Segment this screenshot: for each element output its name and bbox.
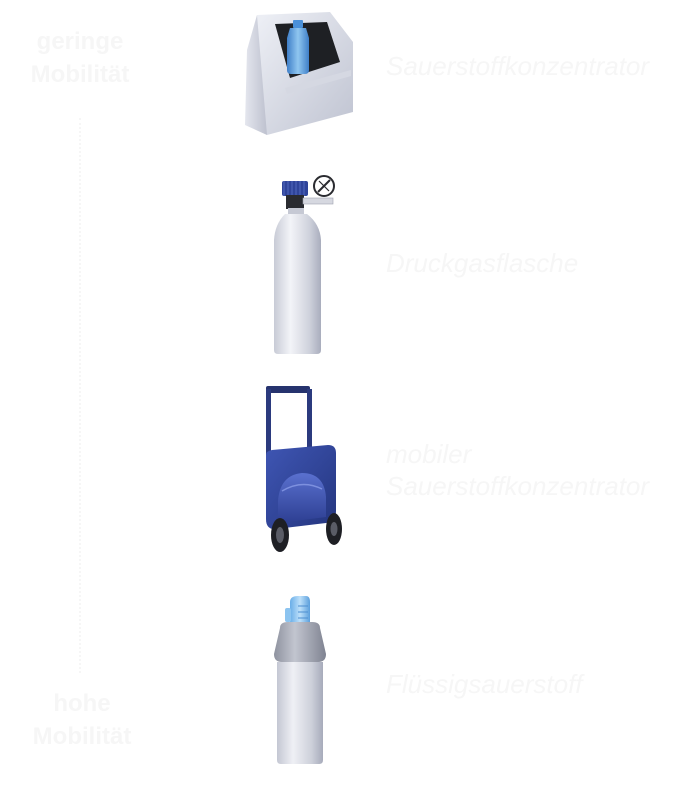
device-label-concentrator: Sauerstoffkonzentrator [386, 51, 650, 81]
mobility-scale-dotted-line [79, 118, 81, 673]
compressed-gas-cylinder-icon [274, 175, 335, 354]
high-mobility-label: hohe Mobilität [32, 690, 132, 750]
low-mobility-label: geringe Mobilität [30, 28, 130, 88]
stationary-oxygen-concentrator-icon [245, 12, 353, 135]
device-label-gas-cylinder: Druckgasflasche [386, 248, 579, 278]
portable-oxygen-concentrator-icon [266, 386, 342, 552]
liquid-oxygen-container-icon [274, 596, 326, 764]
device-label-portable-concentrator: mobiler Sauerstoffkonzentrator [386, 439, 650, 501]
device-label-liquid-oxygen: Flüssigsauerstoff [386, 669, 583, 699]
